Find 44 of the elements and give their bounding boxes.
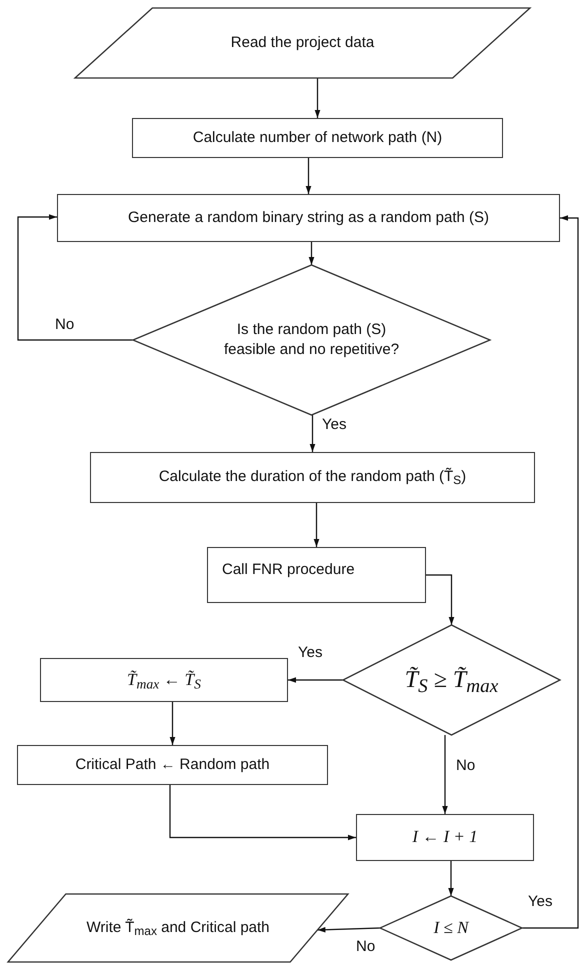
- edge-label: Yes: [298, 644, 322, 661]
- arrow: [314, 503, 320, 547]
- decision-text: I ≤ N: [434, 916, 468, 939]
- arrow: [308, 242, 314, 265]
- arrow: [310, 415, 316, 452]
- process-box: [90, 452, 535, 503]
- decision-text: Is the random path (S) feasible and no repetitive?: [222, 320, 400, 360]
- arrow: [314, 78, 320, 118]
- process-box: [57, 194, 560, 242]
- process-box: [40, 658, 288, 702]
- decision-diamond: [343, 625, 560, 735]
- step-text: Call FNR procedure: [222, 560, 355, 580]
- arrow: [317, 926, 380, 933]
- step-text: Generate a random binary string as a random path (S): [128, 208, 490, 228]
- edge-label: No: [456, 757, 476, 774]
- arrow: [426, 574, 454, 625]
- process-box: [356, 814, 534, 861]
- decision-text: T̃$_{S}$ ≥ T̃$_{max}$: [404, 666, 498, 696]
- process-box: [17, 745, 328, 785]
- arrow: [17, 214, 133, 341]
- arrow: [288, 677, 343, 683]
- arrow: [448, 861, 454, 896]
- process-box: [132, 118, 503, 158]
- step-text: I ← I + 1: [412, 826, 478, 848]
- edge-label: Yes: [322, 416, 346, 433]
- step-text: Calculate number of network path (N): [192, 128, 442, 148]
- input-parallelogram: [75, 8, 530, 78]
- arrow: [442, 735, 448, 814]
- edge-label: Yes: [528, 893, 552, 910]
- output-parallelogram: [8, 894, 348, 962]
- process-box: [207, 547, 426, 603]
- arrow: [522, 215, 579, 929]
- step-text: Calculate the duration of the random path (T̃$_{S}$): [158, 467, 466, 488]
- arrow: [306, 158, 312, 194]
- step-text: Write T̃$_{max}$ and Critical path: [86, 918, 270, 938]
- decision-diamond: [133, 265, 490, 415]
- edge-label: No: [356, 938, 376, 955]
- step-text: T̃$_{max}$ ← T̃$_{S}$: [127, 668, 201, 692]
- arrow: [169, 785, 356, 840]
- decision-diamond: [380, 896, 522, 960]
- step-text: Read the project data: [230, 32, 374, 53]
- edge-label: No: [55, 316, 74, 333]
- step-text: Critical Path ← Random path: [75, 754, 270, 775]
- arrow: [170, 702, 176, 745]
